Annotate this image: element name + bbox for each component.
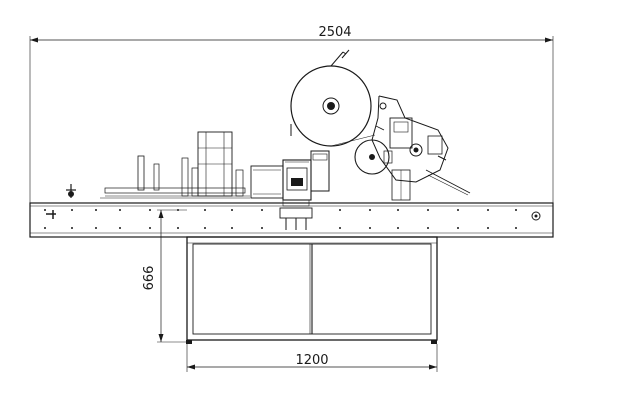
table-bolt: [369, 227, 371, 229]
table-bolt: [204, 227, 206, 229]
overall-length-dimension: 2504: [29, 25, 554, 203]
table-bolt: [457, 209, 459, 211]
labeling-head-assembly: [354, 95, 471, 201]
table-bolt: [177, 227, 179, 229]
table-bolt: [427, 209, 429, 211]
table-bolt: [95, 209, 97, 211]
table-bolt: [149, 227, 151, 229]
table-bolt: [119, 227, 121, 229]
table-bolt: [261, 227, 263, 229]
base-cabinet: [186, 236, 438, 344]
left-guide-assembly: [100, 131, 250, 199]
table-bolt: [71, 227, 73, 229]
table-bolt: [457, 227, 459, 229]
arrowhead-right: [545, 37, 553, 43]
table-bolt: [515, 209, 517, 211]
arrowhead-left: [30, 37, 38, 43]
table-bolt: [95, 227, 97, 229]
base-width-dimension: 1200: [186, 344, 438, 372]
table-bolt: [231, 227, 233, 229]
table-bolt: [487, 227, 489, 229]
table-bolt: [231, 209, 233, 211]
table-bolt: [44, 227, 46, 229]
base-width-label: 1200: [295, 353, 328, 368]
table-bolt: [515, 227, 517, 229]
table-height-dimension: 666: [142, 209, 187, 343]
table-bolt: [261, 209, 263, 211]
table-bolt-row: [44, 209, 517, 229]
table-bolt: [339, 227, 341, 229]
left-end-fittings: [46, 184, 76, 219]
table-bolt: [204, 209, 206, 211]
label-supply-reel: [290, 49, 376, 147]
table-bolt: [427, 227, 429, 229]
table-bolt: [339, 209, 341, 211]
table-height-label: 666: [142, 266, 157, 291]
table-bolt: [369, 209, 371, 211]
table-bolt: [119, 209, 121, 211]
table-bolt: [397, 227, 399, 229]
table-bolt: [44, 209, 46, 211]
overall-length-label: 2504: [318, 25, 351, 40]
table-bolt: [487, 209, 489, 211]
drive-motor-unit: [250, 150, 330, 201]
table-bolt: [71, 209, 73, 211]
table-bolt: [397, 209, 399, 211]
center-bracket: [279, 199, 313, 230]
table-bolt: [149, 209, 151, 211]
